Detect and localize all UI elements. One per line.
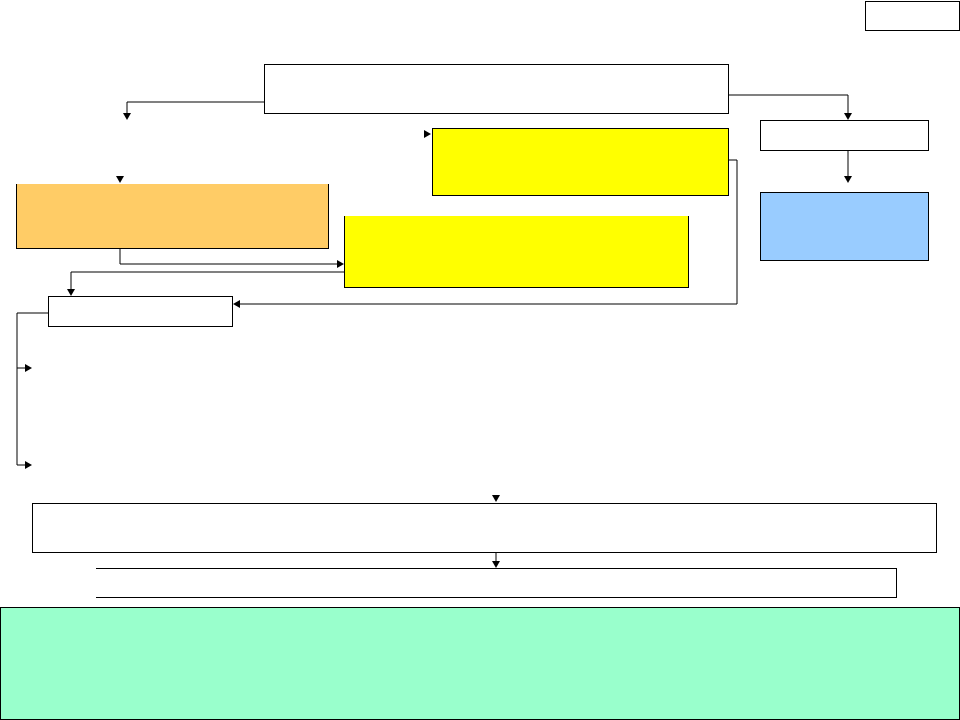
narrow-bar-box xyxy=(96,568,897,598)
connector-right-box-to-blue xyxy=(844,150,852,183)
yellow-box-lower xyxy=(344,216,689,288)
corner-tag-box xyxy=(865,1,960,31)
yellow-box-upper xyxy=(432,128,729,196)
left-small-box xyxy=(48,296,233,327)
connector-top-to-right-box xyxy=(728,94,852,120)
connector-top-to-orange xyxy=(123,101,264,120)
wide-box xyxy=(32,503,937,553)
connector-arrow-into-wide-box xyxy=(492,495,500,502)
connector-left-bracket xyxy=(16,312,48,469)
connector-orange-to-yellow-lower xyxy=(119,248,344,268)
right-small-box xyxy=(760,120,929,151)
orange-box xyxy=(16,184,329,249)
connector-yellow-upper-to-left-box xyxy=(233,159,738,308)
connector-yellow-lower-to-left-box xyxy=(67,271,344,296)
connector-arrow-into-orange xyxy=(116,176,124,183)
connector-arrow-into-yellow-upper xyxy=(424,130,431,138)
green-panel xyxy=(0,607,960,720)
connector-wide-box-to-narrow-bar xyxy=(492,552,500,568)
top-process-box xyxy=(264,64,729,114)
blue-box xyxy=(760,192,929,261)
